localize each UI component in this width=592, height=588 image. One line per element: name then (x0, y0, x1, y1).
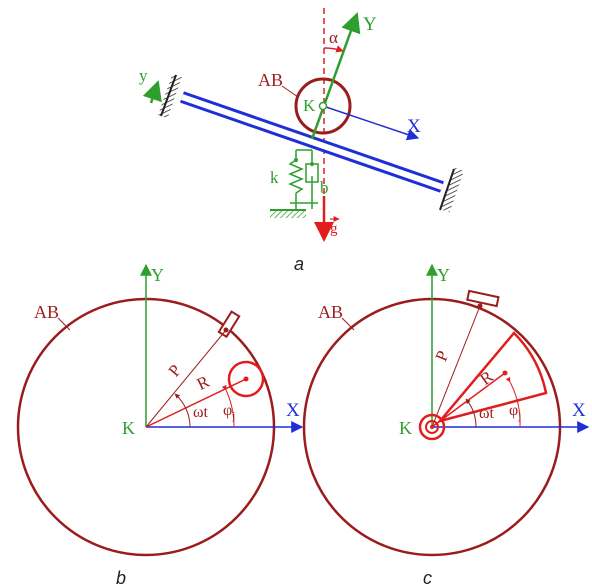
ground-hatch (270, 210, 306, 218)
phi-arc-c (505, 376, 521, 428)
caption-a: a (294, 254, 304, 274)
label-ab-a: AB (258, 70, 283, 90)
right-wall-support (439, 167, 464, 213)
p-line-c (431, 305, 481, 428)
label-ab-c: AB (318, 302, 343, 322)
panel-c: AB Y X K P R ωt φj c (302, 263, 590, 588)
y-axis-a (310, 12, 361, 140)
label-ab-b: AB (34, 302, 59, 322)
mass-sector-c (436, 331, 548, 424)
label-p-c: P (431, 348, 452, 364)
sensor-bracket-c (466, 289, 500, 308)
label-g: g (330, 221, 338, 237)
label-alpha: α (329, 28, 338, 47)
label-phi-c: φj (509, 402, 521, 422)
label-phi-b-sub: j (231, 410, 235, 422)
mass-circle-b (227, 360, 265, 398)
rotor-circle-a (294, 77, 352, 135)
spring-top-node (294, 158, 298, 162)
label-y-small: y (139, 66, 148, 85)
alpha-arc (323, 45, 344, 53)
leader-ab-c (341, 317, 355, 331)
caption-c: c (423, 568, 432, 588)
x-axis-a (322, 105, 420, 141)
beam (180, 91, 444, 193)
caption-b: b (116, 568, 126, 588)
label-r-c: R (476, 366, 497, 388)
point-k-a (318, 101, 328, 111)
label-r-b: R (194, 371, 213, 393)
label-k-c: K (399, 418, 412, 438)
label-y-a: Y (363, 14, 377, 35)
phi-arc-b (221, 384, 235, 428)
label-k-a: K (303, 96, 316, 115)
leader-ab-b (57, 317, 71, 331)
label-x-b: X (286, 400, 300, 421)
label-wt-c: ωt (479, 405, 495, 422)
r-line-b (145, 378, 247, 428)
label-k-b: K (122, 418, 135, 438)
label-k-spring: k (270, 168, 279, 187)
label-phi-c-main: φ (509, 402, 518, 419)
hub-inner-c (425, 420, 439, 434)
label-y-b: Y (151, 265, 164, 285)
damper-top-node (310, 162, 314, 166)
label-y-c: Y (437, 265, 450, 285)
left-wall-support (158, 73, 182, 119)
leader-ab-a (281, 85, 299, 98)
p-point-c (477, 303, 483, 309)
panel-b: AB Y X K P R ωt φj b (16, 263, 304, 588)
label-b-damper: b (320, 178, 329, 197)
p-point-b (223, 327, 229, 333)
p-line-b (145, 329, 227, 428)
label-phi-b-main: φ (223, 402, 232, 419)
spring-damper (288, 149, 319, 209)
label-x-c: X (572, 400, 586, 421)
label-x-a: X (407, 116, 421, 137)
wt-arc-c (465, 398, 477, 428)
label-p-b: P (164, 361, 185, 380)
label-wt-b: ωt (193, 404, 209, 421)
label-phi-c-sub: j (517, 410, 521, 422)
label-phi-b: φj (223, 402, 235, 422)
panel-a: y AB K X (139, 8, 464, 274)
hub-dot-c (430, 425, 434, 429)
wt-arc-b (174, 393, 191, 428)
y-arrow (142, 80, 162, 104)
hub-outer-c (418, 413, 446, 441)
